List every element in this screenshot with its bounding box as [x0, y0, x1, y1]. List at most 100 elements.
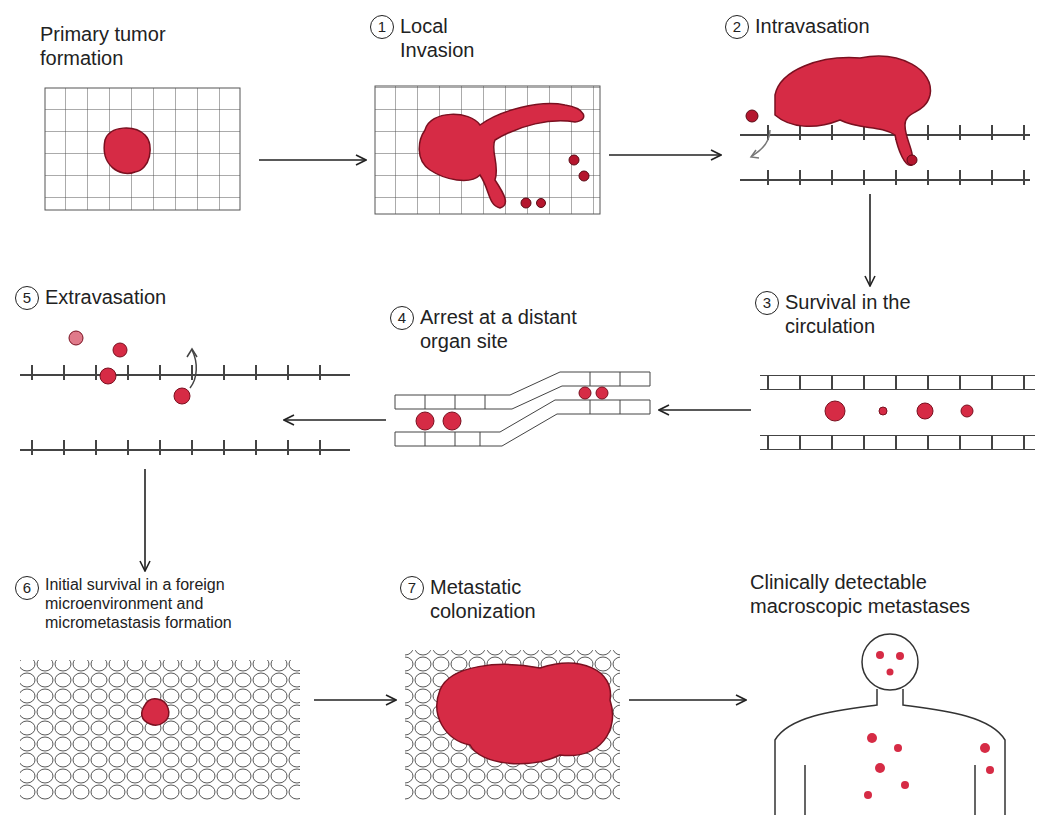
flow-arrow — [869, 194, 871, 286]
body-figure — [775, 634, 1005, 815]
callout-number: 4 — [390, 306, 414, 330]
blood-vessel — [760, 375, 1035, 390]
capillary-branch — [443, 412, 461, 430]
body-figure — [980, 743, 990, 753]
tissue-grid — [375, 86, 600, 214]
blood-vessel — [20, 365, 350, 380]
blood-vessel — [751, 150, 759, 158]
capillary-branch — [395, 400, 650, 446]
step-heading: 2Intravasation — [725, 14, 1035, 39]
callout-number: 7 — [400, 576, 424, 600]
tissue-grid — [45, 88, 240, 210]
blood-vessel — [746, 110, 758, 122]
capillary-branch — [596, 387, 608, 399]
blood-vessel — [20, 440, 350, 455]
capillary-branch — [579, 387, 591, 399]
blood-vessel — [740, 56, 1030, 185]
blood-vessel — [187, 349, 197, 357]
body-figure — [864, 791, 872, 799]
step-title: Metastatic colonization — [430, 575, 600, 623]
step-title: Initial survival in a foreign microenvir… — [45, 575, 305, 633]
step-heading: Clinically detectable macroscopic metast… — [750, 570, 1045, 618]
tumor — [419, 104, 583, 208]
blood-vessel — [20, 331, 350, 455]
step-panel: 5Extravasation — [15, 285, 280, 465]
blood-vessel — [100, 368, 116, 384]
step-heading: 1Local Invasion — [370, 14, 605, 62]
step-panel: Clinically detectable macroscopic metast… — [750, 570, 1045, 820]
step-heading: Primary tumor formation — [40, 22, 255, 70]
step-heading: 7Metastatic colonization — [400, 575, 625, 623]
step-heading: 6Initial survival in a foreign microenvi… — [15, 575, 310, 633]
capillary-branch — [416, 412, 434, 430]
metastasis — [437, 663, 613, 763]
blood-vessel — [917, 403, 933, 419]
tissue-grid — [579, 171, 589, 181]
body-figure — [867, 733, 877, 743]
blood-vessel — [174, 388, 190, 404]
flow-arrow — [629, 699, 746, 701]
step-panel: 7Metastatic colonization — [400, 575, 625, 805]
body-figure — [876, 651, 884, 659]
blood-vessel — [760, 375, 1035, 450]
step-title: Clinically detectable macroscopic metast… — [750, 570, 980, 618]
blood-vessel — [69, 331, 83, 345]
step-panel: 2Intravasation — [725, 14, 1035, 190]
body-figure — [875, 763, 885, 773]
host-tissue — [20, 660, 300, 800]
callout-number: 3 — [755, 291, 779, 315]
blood-vessel — [961, 405, 973, 417]
callout-number: 1 — [370, 15, 394, 39]
blood-vessel — [740, 170, 1030, 185]
step-title: Local Invasion — [400, 14, 510, 62]
flow-arrow — [284, 419, 386, 421]
blood-vessel — [760, 435, 1035, 450]
step-panel: 1Local Invasion — [370, 14, 605, 214]
callout-number: 2 — [725, 15, 749, 39]
callout-number: 6 — [15, 576, 39, 600]
blood-vessel — [825, 401, 845, 421]
host-tissue — [405, 650, 620, 800]
step-panel: 6Initial survival in a foreign microenvi… — [15, 575, 310, 805]
body-figure — [901, 781, 909, 789]
body-figure — [986, 766, 994, 774]
step-title: Arrest at a distant organ site — [420, 305, 630, 353]
micrometastasis — [142, 699, 169, 725]
tissue-grid — [45, 88, 240, 210]
step-heading: 5Extravasation — [15, 285, 280, 310]
blood-vessel — [907, 155, 917, 165]
step-panel: Primary tumor formation — [40, 22, 255, 212]
step-panel: 4Arrest at a distant organ site — [390, 305, 655, 455]
body-figure — [775, 689, 1005, 815]
tumor — [775, 56, 930, 165]
flow-arrow — [259, 159, 366, 161]
callout-number: 5 — [15, 286, 39, 310]
capillary-branch — [395, 372, 650, 446]
blood-vessel — [879, 407, 887, 415]
flow-arrow — [314, 699, 396, 701]
tissue-grid — [569, 155, 579, 165]
blood-vessel — [113, 343, 127, 357]
host-tissue — [405, 650, 620, 800]
step-title: Primary tumor formation — [40, 22, 230, 70]
step-panel: 3Survival in the circulation — [755, 290, 1040, 460]
capillary-branch — [425, 372, 620, 446]
body-figure — [862, 634, 918, 690]
step-title: Intravasation — [755, 14, 870, 38]
step-title: Extravasation — [45, 285, 166, 309]
tumor — [104, 128, 150, 173]
step-title: Survival in the circulation — [785, 290, 985, 338]
step-heading: 4Arrest at a distant organ site — [390, 305, 655, 353]
tissue-grid — [537, 199, 546, 208]
body-figure — [896, 652, 904, 660]
host-tissue — [20, 660, 300, 800]
flow-arrow — [144, 469, 146, 571]
body-figure — [894, 744, 902, 752]
body-figure — [887, 669, 894, 676]
tissue-grid — [375, 86, 600, 214]
tissue-grid — [521, 198, 531, 208]
